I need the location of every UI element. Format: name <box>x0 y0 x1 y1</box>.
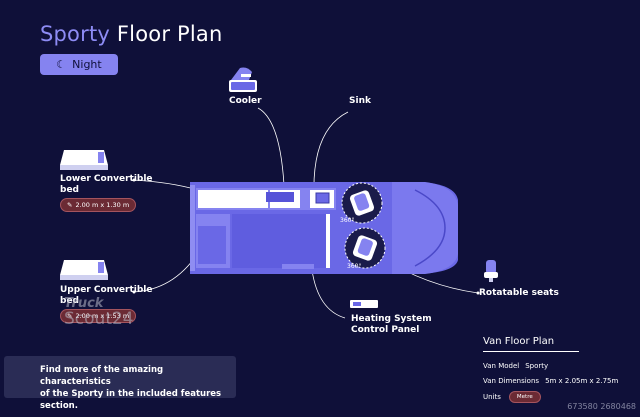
night-button-label: Night <box>72 58 102 71</box>
van-floor-plan: 360° 360° <box>190 182 458 274</box>
spec-model-row: Van Model Sporty <box>483 362 548 370</box>
heating-grille <box>282 264 314 269</box>
lower-bed-label-line1: Lower Convertible <box>60 174 153 184</box>
cooler-leader <box>257 107 285 186</box>
seat-rotation-marker: 360° <box>347 263 361 270</box>
stock-id: 673580 2680468 <box>567 402 636 411</box>
upper-bed-label-line2: bed <box>60 296 79 306</box>
upper-bed-size-chip: ✎ 2.00 m x 1.53 m <box>60 309 137 323</box>
lower-bed-size-chip: ✎ 2.00 m x 1.30 m <box>60 198 137 212</box>
rotatable-seats-label: Rotatable seats <box>479 288 559 298</box>
lower-bed-label: Lower Convertible bed <box>60 174 153 196</box>
upper-bed-size: 2.00 m x 1.53 m <box>75 312 130 320</box>
heating-label-line1: Heating System <box>351 314 432 324</box>
watermark-line1: Truck <box>64 296 104 311</box>
upper-bed-label-line1: Upper Convertible <box>60 285 153 295</box>
spec-dims-row: Van Dimensions 5m x 2.05m x 2.75m <box>483 377 618 385</box>
spec-divider <box>483 351 579 352</box>
night-mode-button[interactable]: ☾ Night <box>40 54 118 75</box>
seat-rotation-marker: 360° <box>340 217 354 224</box>
heating-leader <box>311 269 346 319</box>
features-info-box: Find more of the amazing characteristics… <box>4 356 236 411</box>
spec-model-value: Sporty <box>525 362 549 370</box>
spec-model-label: Van Model <box>483 362 520 370</box>
heating-panel-icon <box>350 300 378 308</box>
spec-units-label: Units <box>483 393 501 401</box>
bed-icon <box>60 260 108 280</box>
sink-unit <box>315 192 330 204</box>
pencil-icon: ✎ <box>67 201 73 209</box>
pencil-icon: ✎ <box>67 312 73 320</box>
watermark-line2: Scout24 <box>64 309 134 329</box>
info-line1: Find more of the amazing characteristics <box>40 365 164 387</box>
spec-dims-value: 5m x 2.05m x 2.75m <box>545 377 619 385</box>
spec-units-row: Units Metre <box>483 391 541 403</box>
spec-title: Van Floor Plan <box>483 336 555 347</box>
page-title: Sporty Floor Plan <box>40 22 223 46</box>
bed-icon <box>60 150 108 170</box>
sink-label: Sink <box>349 96 371 106</box>
moon-icon: ☾ <box>56 58 67 71</box>
title-rest: Floor Plan <box>116 22 223 46</box>
upper-bed-label: Upper Convertible bed <box>60 285 153 307</box>
info-line2: of the Sporty in the included features s… <box>40 389 222 411</box>
lower-bed-size: 2.00 m x 1.30 m <box>75 201 130 209</box>
seat-icon <box>484 260 498 282</box>
spec-dims-label: Van Dimensions <box>483 377 540 385</box>
sink-leader <box>313 111 349 196</box>
cooler-icon <box>229 67 257 92</box>
lower-bed-label-line2: bed <box>60 185 79 195</box>
heating-label: Heating System Control Panel <box>351 314 432 336</box>
heating-label-line2: Control Panel <box>351 325 420 335</box>
title-accent: Sporty <box>40 22 111 46</box>
cooler-unit <box>266 192 294 202</box>
units-toggle-button[interactable]: Metre <box>508 391 541 403</box>
watermark-logo: Truck Scout24 <box>64 296 134 329</box>
cooler-label: Cooler <box>229 96 262 106</box>
